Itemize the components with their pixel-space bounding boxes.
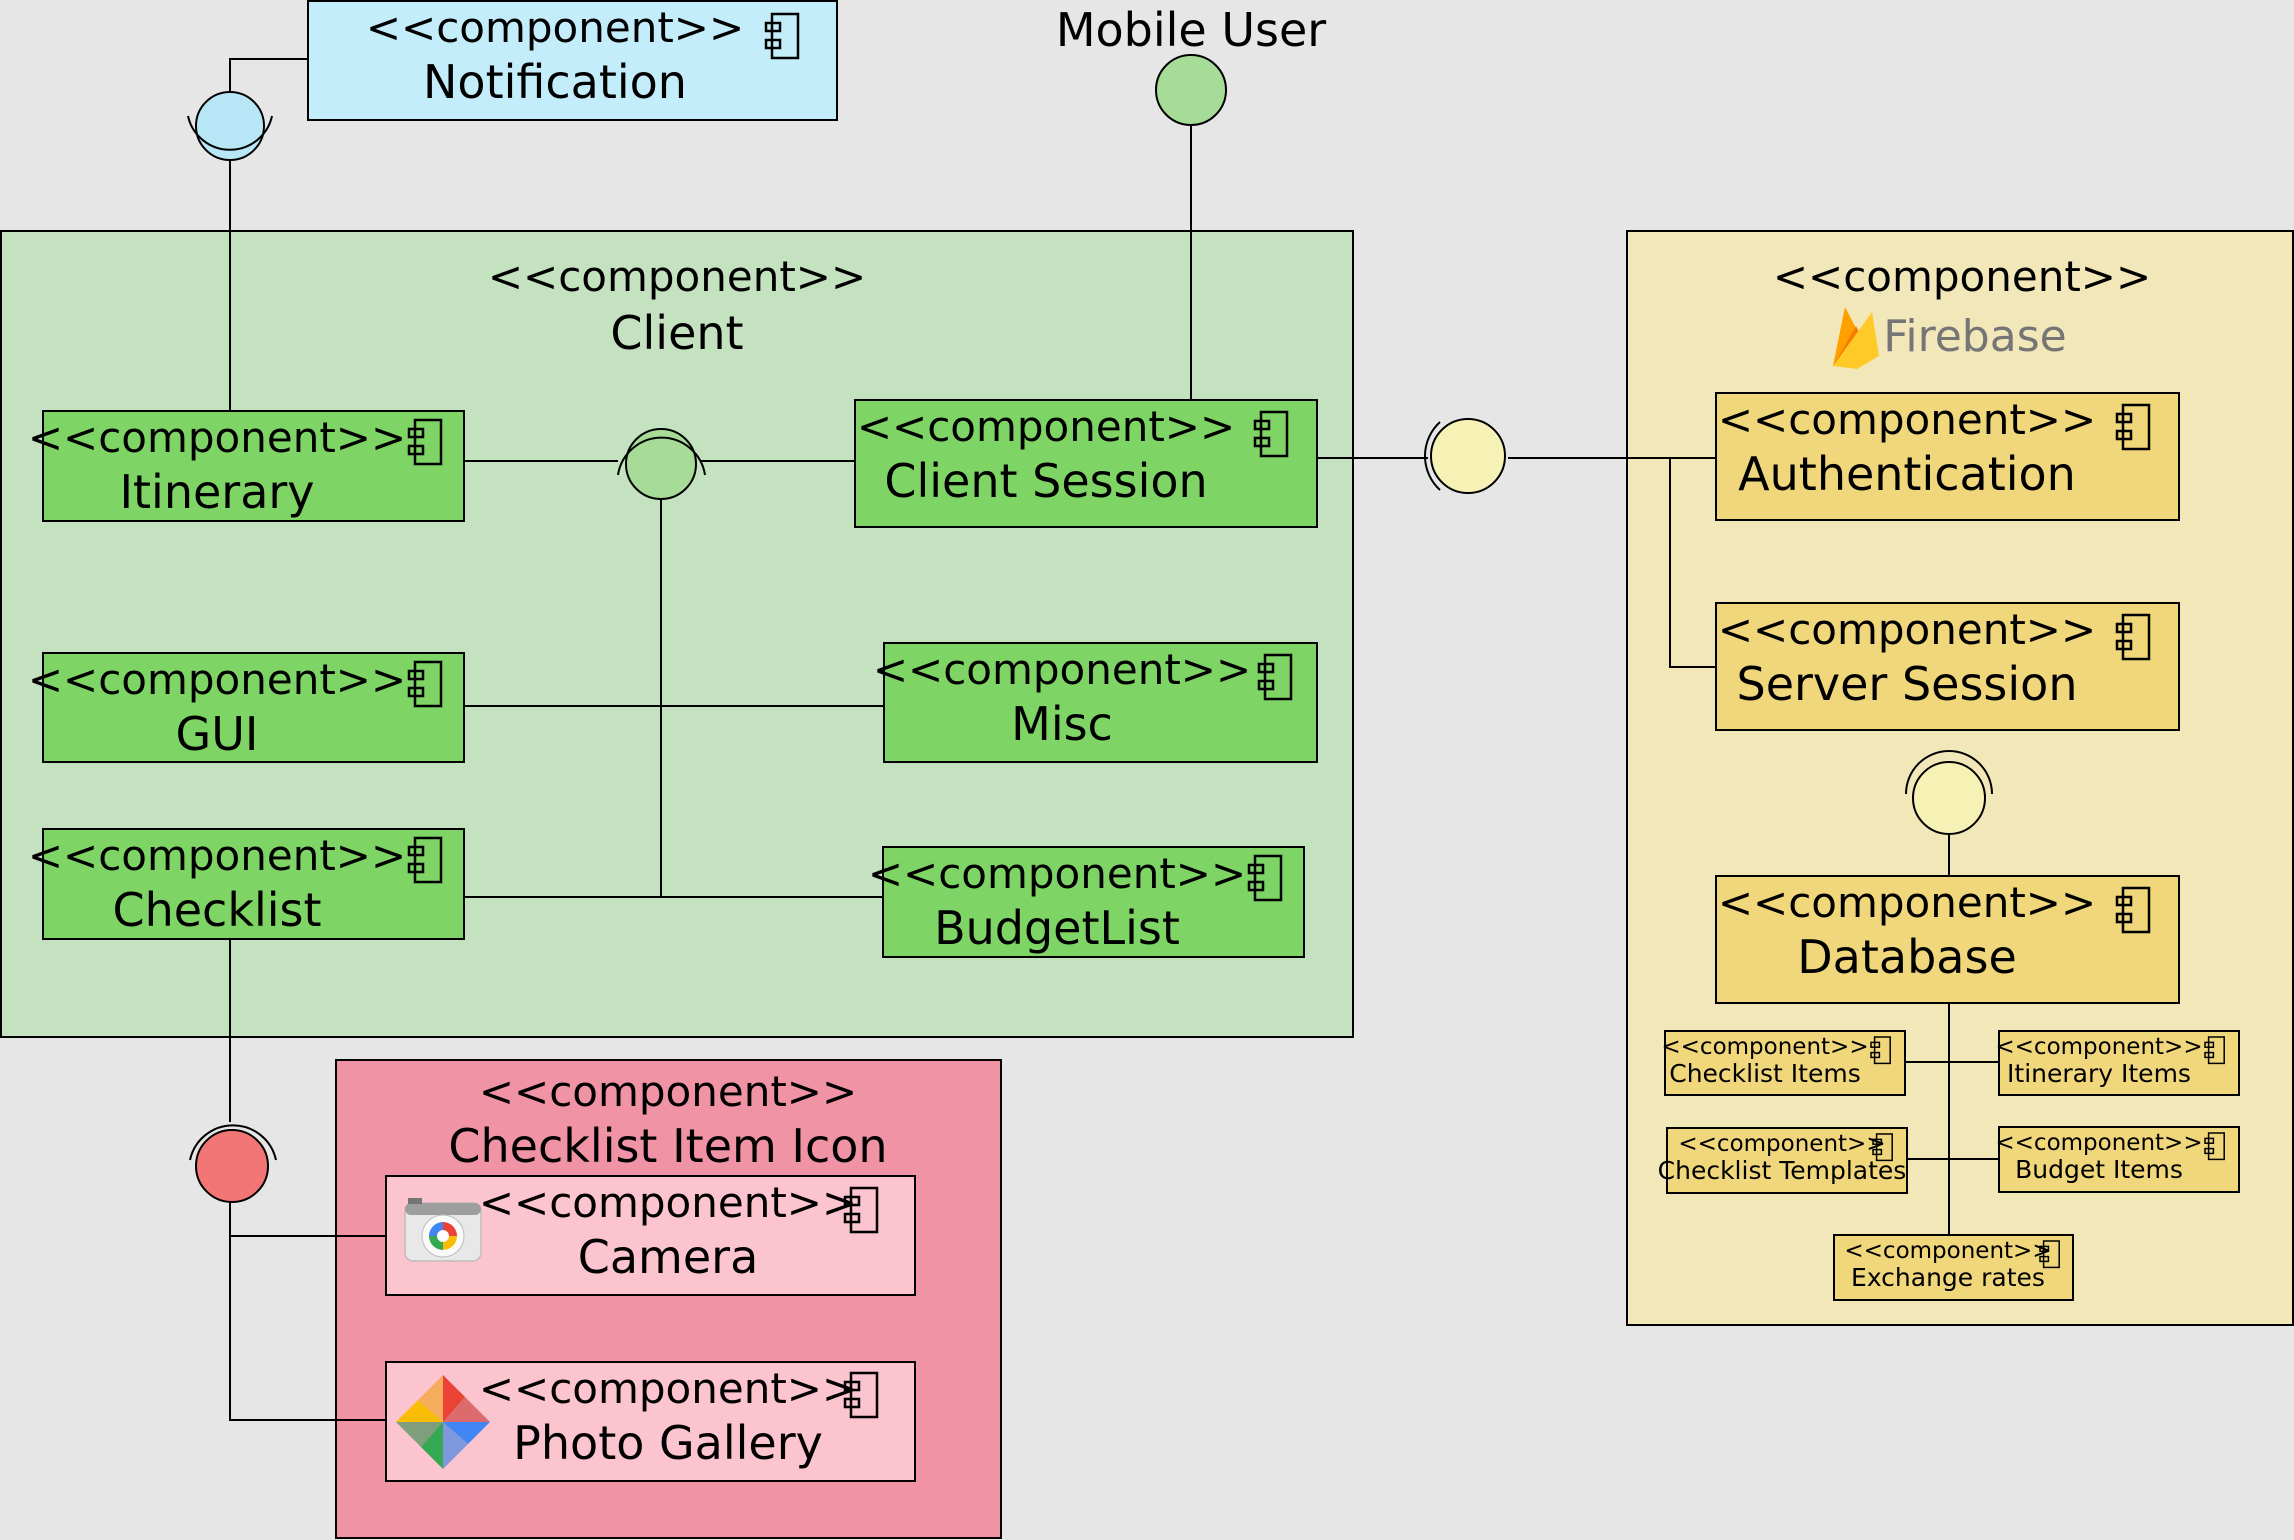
server-session-name: Server Session bbox=[1737, 657, 2078, 711]
notification-name: Notification bbox=[423, 55, 687, 109]
photo-gallery-component[interactable]: <<component>> Photo Gallery bbox=[385, 1361, 916, 1482]
checklist-item-icon-interface bbox=[189, 1124, 277, 1203]
icon-bus-vertical bbox=[229, 1202, 386, 1421]
gui-stereotype: <<component>> bbox=[28, 655, 406, 704]
server-session-stereotype: <<component>> bbox=[1718, 605, 2096, 654]
client-session-component[interactable]: <<component>> Client Session bbox=[854, 399, 1318, 528]
checklist-component[interactable]: <<component>> Checklist bbox=[28, 828, 465, 940]
budgetlist-component[interactable]: <<component>> BudgetList bbox=[868, 846, 1305, 958]
client-stereotype: <<component>> bbox=[488, 252, 866, 301]
checklist-items-name: Checklist Items bbox=[1669, 1059, 1861, 1088]
connectors bbox=[229, 58, 1999, 1421]
exchange-rates-name: Exchange rates bbox=[1851, 1263, 2045, 1292]
photo-gallery-stereotype: <<component>> bbox=[479, 1364, 857, 1413]
authentication-component[interactable]: <<component>> Authentication bbox=[1715, 392, 2180, 521]
exchange-rates-component[interactable]: <<component>> Exchange rates bbox=[1833, 1234, 2074, 1301]
camera-component[interactable]: <<component>> Camera bbox=[385, 1175, 916, 1296]
photo-gallery-name: Photo Gallery bbox=[513, 1416, 823, 1470]
camera-stereotype: <<component>> bbox=[479, 1178, 857, 1227]
gui-name: GUI bbox=[176, 707, 259, 761]
budget-items-stereotype: <<component>> bbox=[1995, 1130, 2202, 1156]
itinerary-items-component[interactable]: <<component>> Itinerary Items bbox=[1995, 1030, 2240, 1096]
client-internal-interface bbox=[617, 428, 706, 500]
checklist-stereotype: <<component>> bbox=[28, 831, 406, 880]
firebase-stereotype: <<component>> bbox=[1773, 252, 2151, 301]
itinerary-stereotype: <<component>> bbox=[28, 413, 406, 462]
firebase-title: Firebase bbox=[1883, 311, 2066, 362]
checklist-templates-stereotype: <<component>> bbox=[1678, 1131, 1885, 1157]
notification-interface bbox=[187, 91, 273, 161]
client-session-stereotype: <<component>> bbox=[857, 402, 1235, 451]
database-component[interactable]: <<component>> Database bbox=[1715, 875, 2180, 1004]
checklist-items-stereotype: <<component>> bbox=[1661, 1034, 1868, 1060]
gui-component[interactable]: <<component>> GUI bbox=[28, 652, 465, 763]
firebase-interface bbox=[1423, 418, 1506, 494]
photos-pinwheel-icon bbox=[396, 1375, 490, 1469]
checklist-item-icon-title: Checklist Item Icon bbox=[448, 1119, 887, 1173]
notification-stereotype: <<component>> bbox=[366, 3, 744, 52]
client-title: Client bbox=[610, 306, 743, 360]
authentication-name: Authentication bbox=[1738, 447, 2076, 501]
misc-stereotype: <<component>> bbox=[873, 645, 1251, 694]
database-name: Database bbox=[1797, 930, 2017, 984]
checklist-name: Checklist bbox=[112, 883, 321, 937]
server-session-component[interactable]: <<component>> Server Session bbox=[1715, 602, 2180, 731]
itinerary-component[interactable]: <<component>> Itinerary bbox=[28, 410, 465, 522]
client-session-name: Client Session bbox=[884, 454, 1207, 508]
budgetlist-stereotype: <<component>> bbox=[868, 849, 1246, 898]
budget-items-component[interactable]: <<component>> Budget Items bbox=[1995, 1126, 2240, 1193]
misc-name: Misc bbox=[1011, 697, 1113, 751]
checklist-item-icon-stereotype: <<component>> bbox=[479, 1067, 857, 1116]
authentication-stereotype: <<component>> bbox=[1718, 395, 2096, 444]
firebase-flame-icon bbox=[1833, 307, 1879, 369]
itinerary-items-stereotype: <<component>> bbox=[1995, 1034, 2202, 1060]
notification-component[interactable]: <<component>> Notification bbox=[307, 0, 838, 121]
server-session-link bbox=[1669, 458, 1716, 668]
itinerary-items-name: Itinerary Items bbox=[2007, 1059, 2191, 1088]
database-interface bbox=[1905, 750, 1993, 835]
notification-link bbox=[229, 58, 308, 92]
camera-app-icon bbox=[404, 1198, 482, 1262]
exchange-rates-stereotype: <<component>> bbox=[1844, 1238, 2051, 1264]
checklist-templates-component[interactable]: <<component>> Checklist Templates bbox=[1658, 1127, 1908, 1194]
misc-component[interactable]: <<component>> Misc bbox=[873, 642, 1318, 763]
budget-items-name: Budget Items bbox=[2015, 1155, 2183, 1184]
mobile-user-interface bbox=[1155, 54, 1227, 126]
mobile-user-label: Mobile User bbox=[1056, 3, 1326, 57]
itinerary-name: Itinerary bbox=[119, 465, 314, 519]
camera-name: Camera bbox=[578, 1230, 759, 1284]
checklist-templates-name: Checklist Templates bbox=[1658, 1156, 1907, 1185]
database-stereotype: <<component>> bbox=[1718, 878, 2096, 927]
checklist-items-component[interactable]: <<component>> Checklist Items bbox=[1661, 1030, 1906, 1096]
budgetlist-name: BudgetList bbox=[934, 901, 1180, 955]
